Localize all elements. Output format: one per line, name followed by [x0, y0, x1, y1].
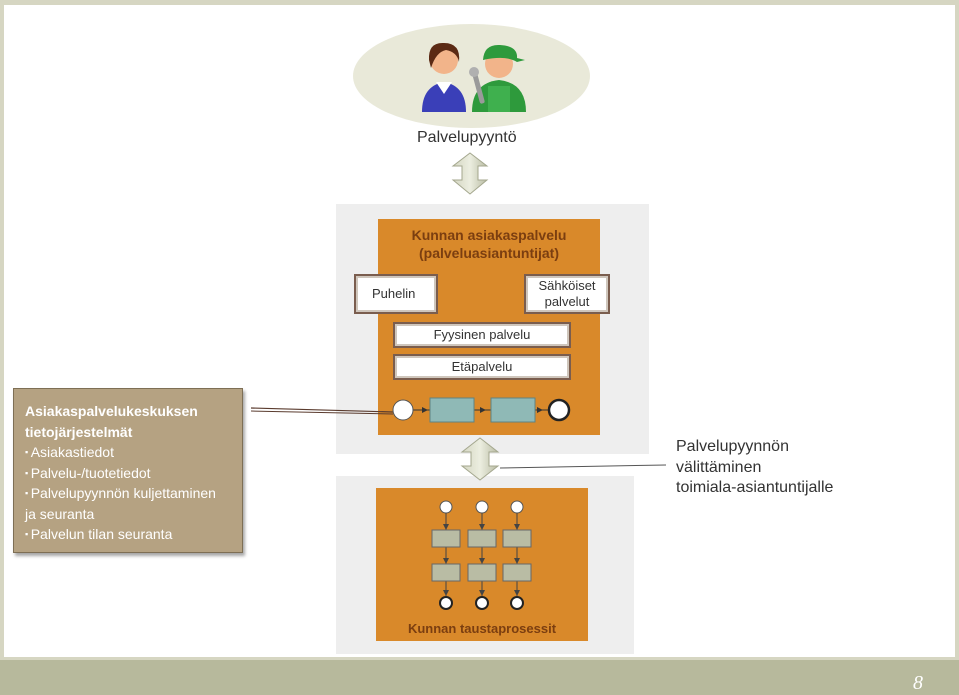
forwarding-note-line2: välittäminen	[676, 458, 762, 476]
systems-title-line2: tietojärjestelmät	[25, 423, 133, 440]
systems-item: Asiakastiedot	[25, 442, 234, 463]
systems-item: Palvelu-/tuotetiedot	[25, 463, 234, 484]
forwarding-note-line1: Palvelupyynnön	[676, 438, 789, 455]
process-start-node	[392, 399, 414, 421]
systems-connector-line-2	[250, 410, 394, 415]
process-end-node	[547, 398, 571, 422]
electronic-services-line1: Sähköiset	[538, 278, 596, 293]
people-icon	[422, 42, 526, 112]
remote-service-box: Etäpalvelu	[393, 354, 571, 380]
systems-item-continuation: ja seuranta	[25, 505, 95, 522]
front-office-title-line1: Kunnan asiakaspalvelu	[411, 227, 567, 243]
information-systems-box: Asiakaspalvelukeskuksen tietojärjestelmä…	[13, 388, 243, 553]
back-process-column-2	[467, 500, 497, 610]
page-number: 8	[913, 672, 923, 694]
request-double-arrow	[451, 152, 489, 195]
back-process-column-3	[502, 500, 532, 610]
note-connector-line	[499, 464, 667, 469]
back-office-title: Kunnan taustaprosessit	[407, 621, 557, 636]
physical-service-box: Fyysinen palvelu	[393, 322, 571, 348]
footer-bar	[0, 660, 959, 695]
forwarding-note-line3: toimiala-asiantuntijalle	[676, 479, 834, 496]
process-step-box	[429, 397, 475, 423]
systems-connector-line	[250, 407, 394, 413]
office-double-arrow	[460, 437, 500, 481]
service-request-label: Palvelupyyntö	[417, 129, 517, 146]
phone-channel-box: Puhelin	[354, 274, 438, 314]
systems-title-line1: Asiakaspalvelukeskuksen	[25, 403, 198, 419]
back-process-column-1	[431, 500, 461, 610]
forwarding-note: Palvelupyynnön välittäminen toimiala-asi…	[676, 437, 833, 499]
front-office-title: Kunnan asiakaspalvelu (palveluasiantunti…	[378, 226, 600, 262]
electronic-services-box: Sähköiset palvelut	[524, 274, 610, 314]
systems-item: Palvelun tilan seuranta	[25, 524, 234, 545]
front-office-title-line2: (palveluasiantuntijat)	[418, 245, 560, 261]
systems-item: Palvelupyynnön kuljettaminen	[25, 483, 234, 504]
process-step-box	[490, 397, 536, 423]
electronic-services-line2: palvelut	[544, 294, 590, 309]
